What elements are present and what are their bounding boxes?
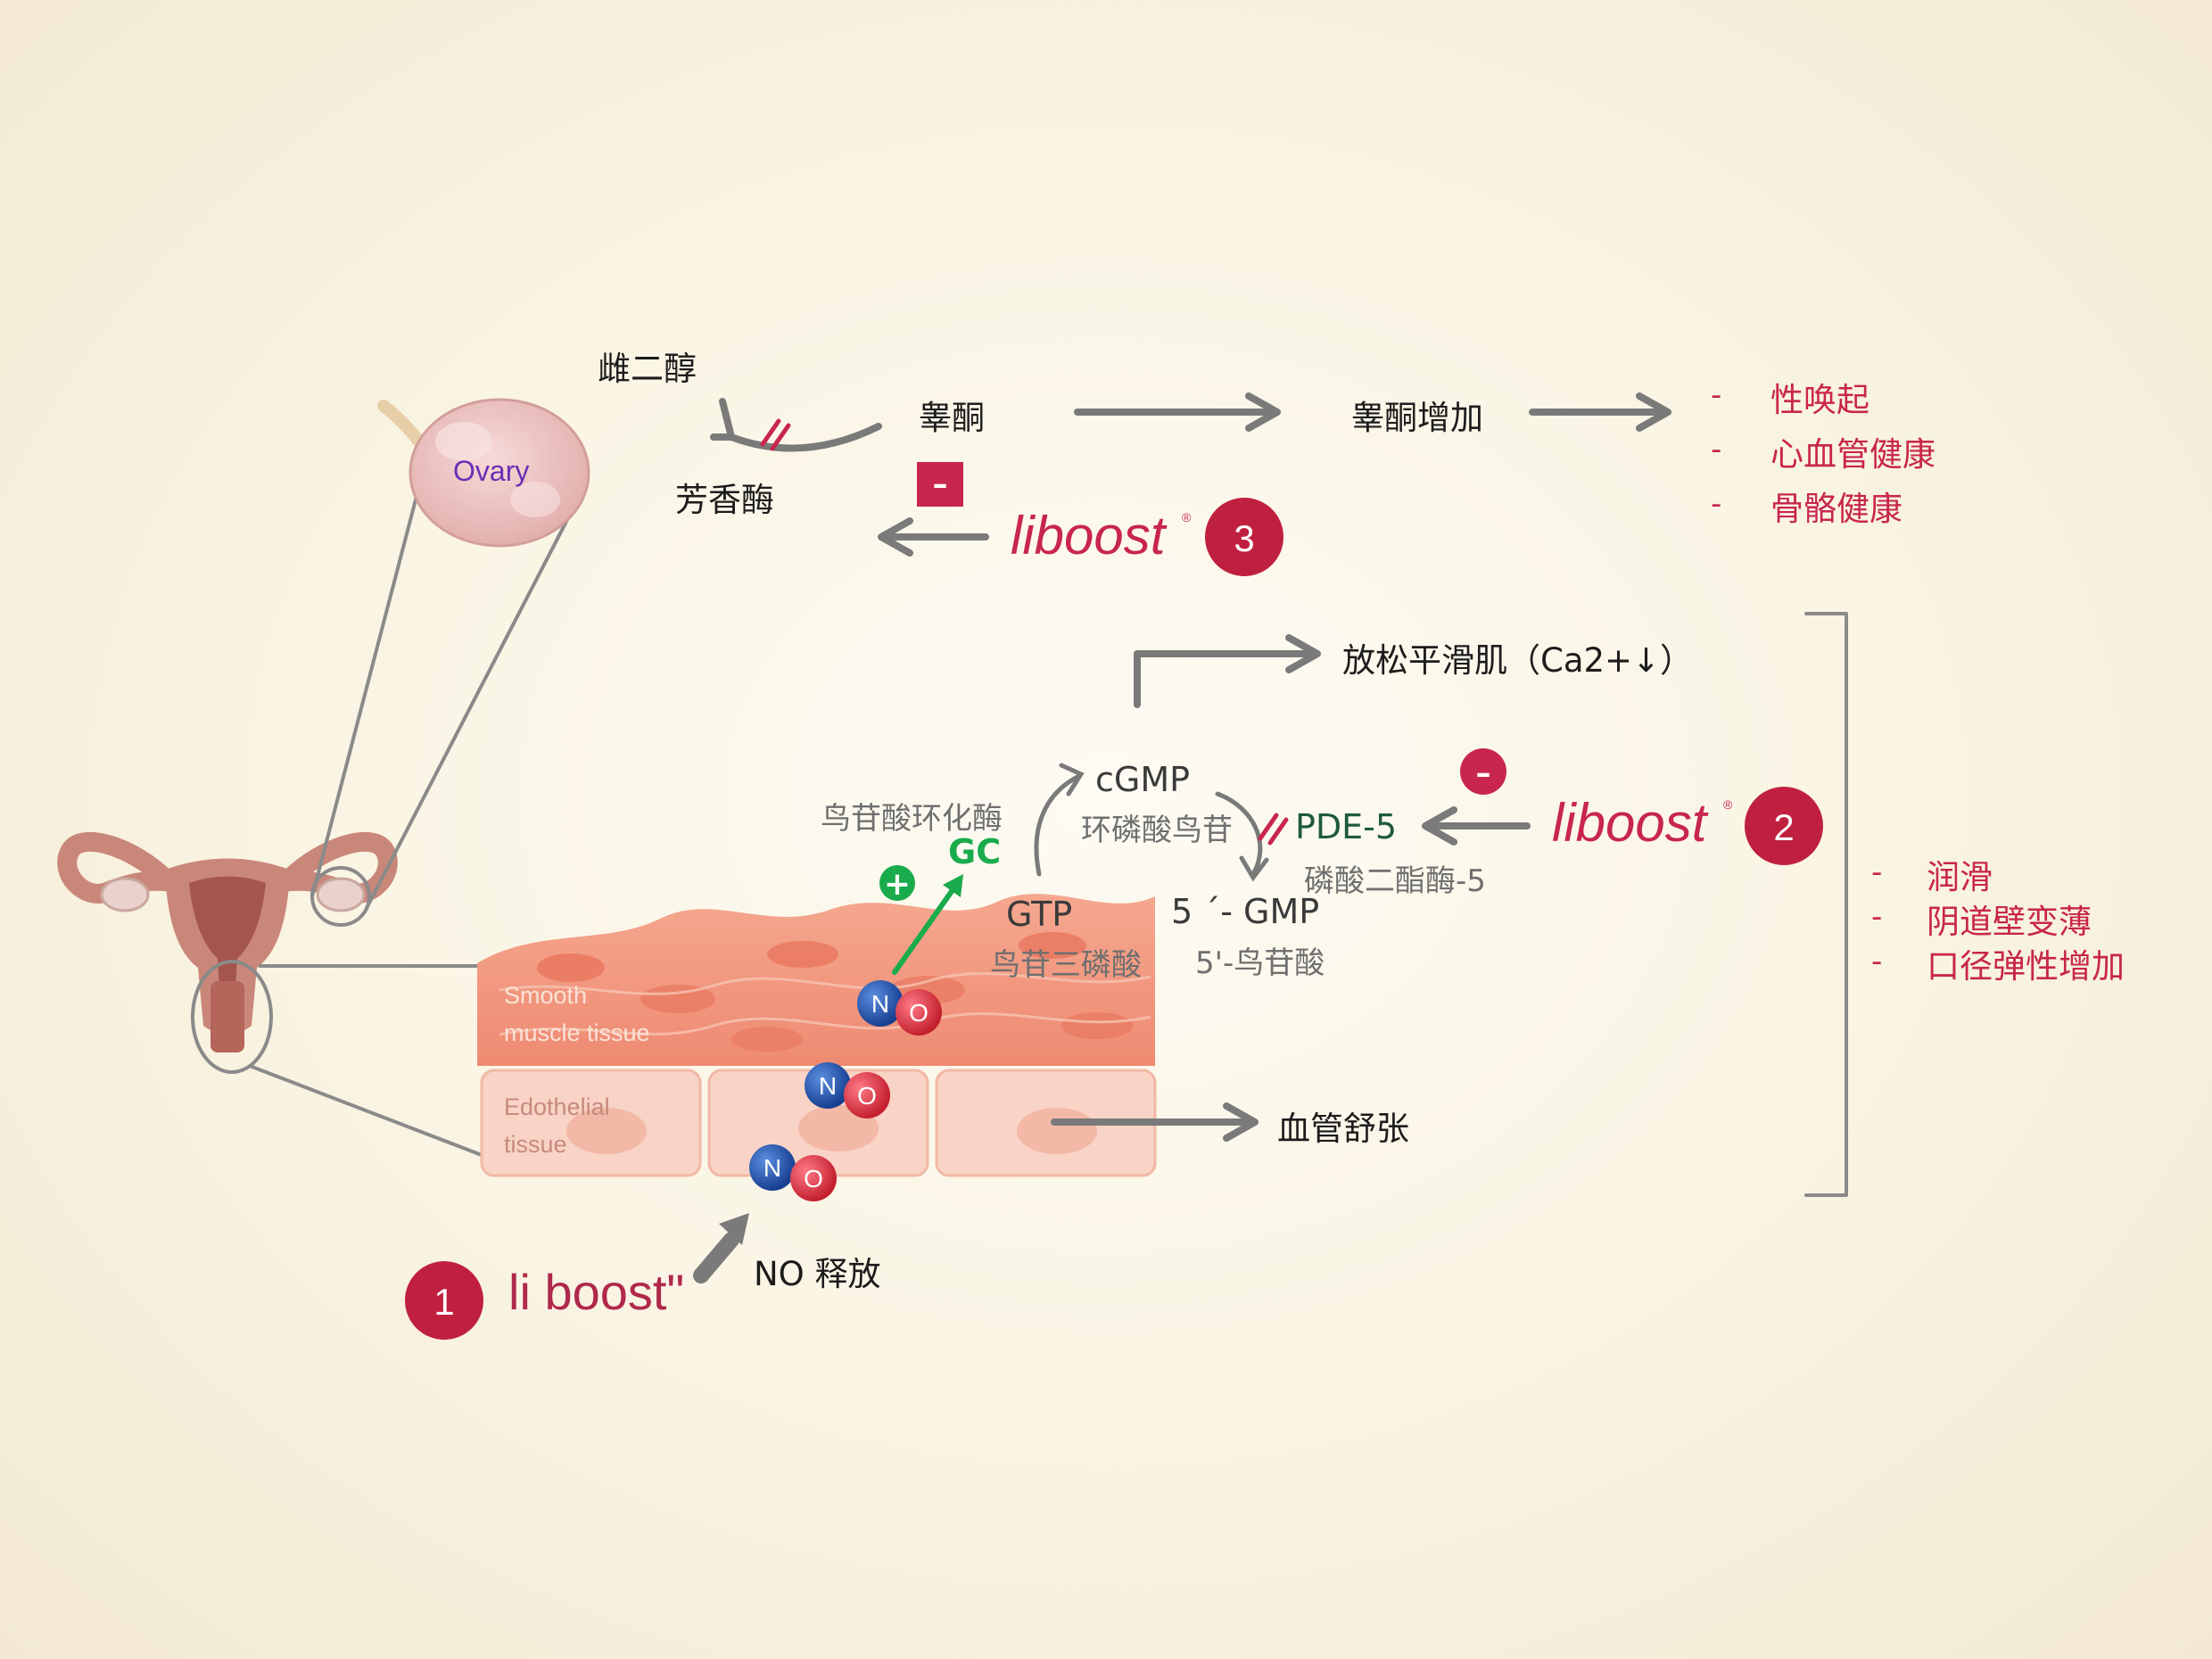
benefit-bottom-item: 润滑 [1927, 858, 1993, 896]
arrows [710, 392, 1848, 1197]
svg-text:3: 3 [1234, 517, 1254, 559]
inhibit-mark-pde5 [1258, 813, 1289, 846]
endothelial-label-2: tissue [504, 1131, 567, 1158]
step-badge-1: 1 [405, 1261, 483, 1340]
svg-text:–: – [1476, 755, 1491, 791]
arrow-testosterone-up [1074, 392, 1281, 432]
benefit-top-item: 骨骼健康 [1770, 490, 1902, 528]
no-molecule-2: N O [805, 1062, 890, 1118]
bullet-dash: - [1711, 486, 1722, 522]
svg-text:N: N [819, 1072, 837, 1100]
gc-label: GC [948, 832, 1002, 871]
pde5-cn-label: 磷酸二酯酶-5 [1304, 863, 1486, 899]
minus-icon-3: – [917, 462, 963, 507]
aromatase-curve-arrow [728, 423, 882, 452]
bullet-dash: - [1871, 899, 1883, 935]
estradiol-label: 雌二醇 [598, 350, 697, 388]
bracket [1804, 612, 1848, 1197]
plus-icon: + [879, 865, 915, 903]
testosterone-up-label: 睾酮增加 [1351, 399, 1483, 437]
uterus-illustration [57, 485, 573, 1157]
smooth-muscle-label-2: muscle tissue [504, 1019, 650, 1046]
arrow-relax-muscle [1134, 634, 1321, 708]
ovary-illustration [377, 398, 590, 548]
bullet-dash: - [1871, 944, 1883, 979]
arrow-to-benefits-top [1529, 392, 1671, 432]
vasodilation-label: 血管舒张 [1277, 1110, 1409, 1148]
svg-text:+: + [884, 866, 911, 903]
liboost-logo-2: liboost [1552, 793, 1709, 853]
benefit-top-item: 心血管健康 [1770, 435, 1936, 474]
svg-text:O: O [909, 999, 929, 1027]
step-badge-3: 3 [1205, 498, 1283, 576]
testosterone-label: 睾酮 [919, 399, 985, 437]
liboost-logo-3: liboost [1011, 506, 1168, 565]
arrow-vasodilation [1051, 1102, 1259, 1142]
arrow-liboost-3 [878, 517, 989, 557]
step-badge-2: 2 [1745, 787, 1823, 865]
gtp-label: GTP [1006, 895, 1073, 934]
gc-enzyme-label: 鸟苷酸环化酶 [821, 801, 1003, 837]
gmp-label: 5 ´- GMP [1171, 892, 1320, 931]
smooth-muscle-label-1: Smooth [504, 982, 588, 1009]
bullet-dash: - [1711, 432, 1722, 467]
arrow-liboost-2 [1422, 806, 1531, 846]
gtp-cn-label: 鸟苷三磷酸 [990, 947, 1142, 983]
aromatase-label: 芳香酶 [675, 481, 774, 519]
inhibit-mark-aromatase [760, 418, 791, 451]
cgmp-label: cGMP [1095, 760, 1191, 799]
svg-text:N: N [871, 990, 889, 1018]
svg-text:2: 2 [1773, 806, 1794, 848]
svg-text:O: O [804, 1165, 823, 1193]
liboost-reg-2: ® [1723, 797, 1733, 812]
gmp-cn-label: 5'-鸟苷酸 [1195, 945, 1325, 981]
bullet-dash: - [1711, 377, 1722, 413]
svg-text:N: N [763, 1154, 781, 1182]
svg-text:O: O [857, 1082, 877, 1110]
cgmp-cn-label: 环磷酸鸟苷 [1081, 813, 1233, 848]
gc-arrow [892, 874, 963, 975]
svg-text:–: – [933, 466, 948, 502]
liboost-logo-1: li boost" [508, 1264, 684, 1320]
endothelial-label-1: Edothelial [504, 1094, 610, 1120]
benefit-bottom-item: 口径弹性增加 [1927, 947, 2125, 986]
no-molecule-1: N O [857, 980, 942, 1036]
no-molecule-3: N O [749, 1144, 837, 1201]
liboost-reg-3: ® [1182, 510, 1192, 524]
relax-muscle-label: 放松平滑肌（Ca2+↓） [1342, 641, 1694, 680]
benefit-top-item: 性唤起 [1770, 381, 1869, 419]
minus-icon-2: – [1460, 748, 1506, 795]
pde5-label: PDE-5 [1295, 807, 1398, 846]
cgmp-cycle [1034, 763, 1269, 882]
svg-text:1: 1 [433, 1281, 454, 1323]
bullet-dash: - [1871, 854, 1883, 890]
no-release-label: NO 释放 [754, 1255, 881, 1293]
ovary-label: Ovary [453, 455, 530, 487]
benefit-bottom-item: 阴道壁变薄 [1927, 903, 2092, 941]
arrow-no-release [693, 1213, 749, 1283]
